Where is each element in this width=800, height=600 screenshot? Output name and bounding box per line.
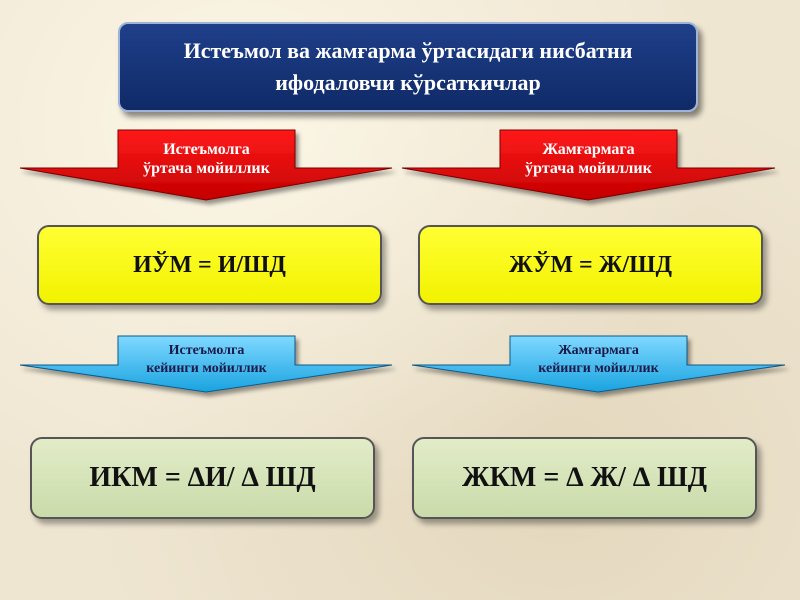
formula-text: ЖЎМ = Ж/ШД [509, 251, 672, 278]
formula-text: ИЎМ = И/ШД [133, 251, 286, 278]
red-arrow-right [401, 129, 776, 201]
formula-text: ЖКМ = ∆ Ж/ ∆ ШД [461, 462, 708, 493]
blue-arrow-right-label: Жамғармага кейинги мойиллик [538, 343, 659, 376]
formula-box-right-marginal: ЖКМ = ∆ Ж/ ∆ ШД [412, 437, 757, 519]
red-arrow-right-label: Жамғармага ўртача мойиллик [525, 141, 652, 177]
blue-arrow-left-label: Истеъмолга кейинги мойиллик [146, 343, 267, 376]
red-arrow-left-label: Истеъмолга ўртача мойиллик [143, 141, 270, 177]
formula-box-right-average: ЖЎМ = Ж/ШД [418, 225, 763, 305]
title-line-2: ифодаловчи кўрсаткичлар [275, 70, 541, 95]
title-box: Истеъмол ва жамғарма ўртасидаги нисбатни… [118, 22, 698, 112]
blue-arrow-right [411, 335, 786, 393]
formula-text: ИКМ = ∆И/ ∆ ШД [89, 462, 316, 493]
formula-box-left-average: ИЎМ = И/ШД [37, 225, 382, 305]
red-arrow-left [19, 129, 393, 201]
title-line-1: Истеъмол ва жамғарма ўртасидаги нисбатни [183, 38, 633, 63]
formula-box-left-marginal: ИКМ = ∆И/ ∆ ШД [30, 437, 375, 519]
blue-arrow-left [19, 335, 393, 393]
